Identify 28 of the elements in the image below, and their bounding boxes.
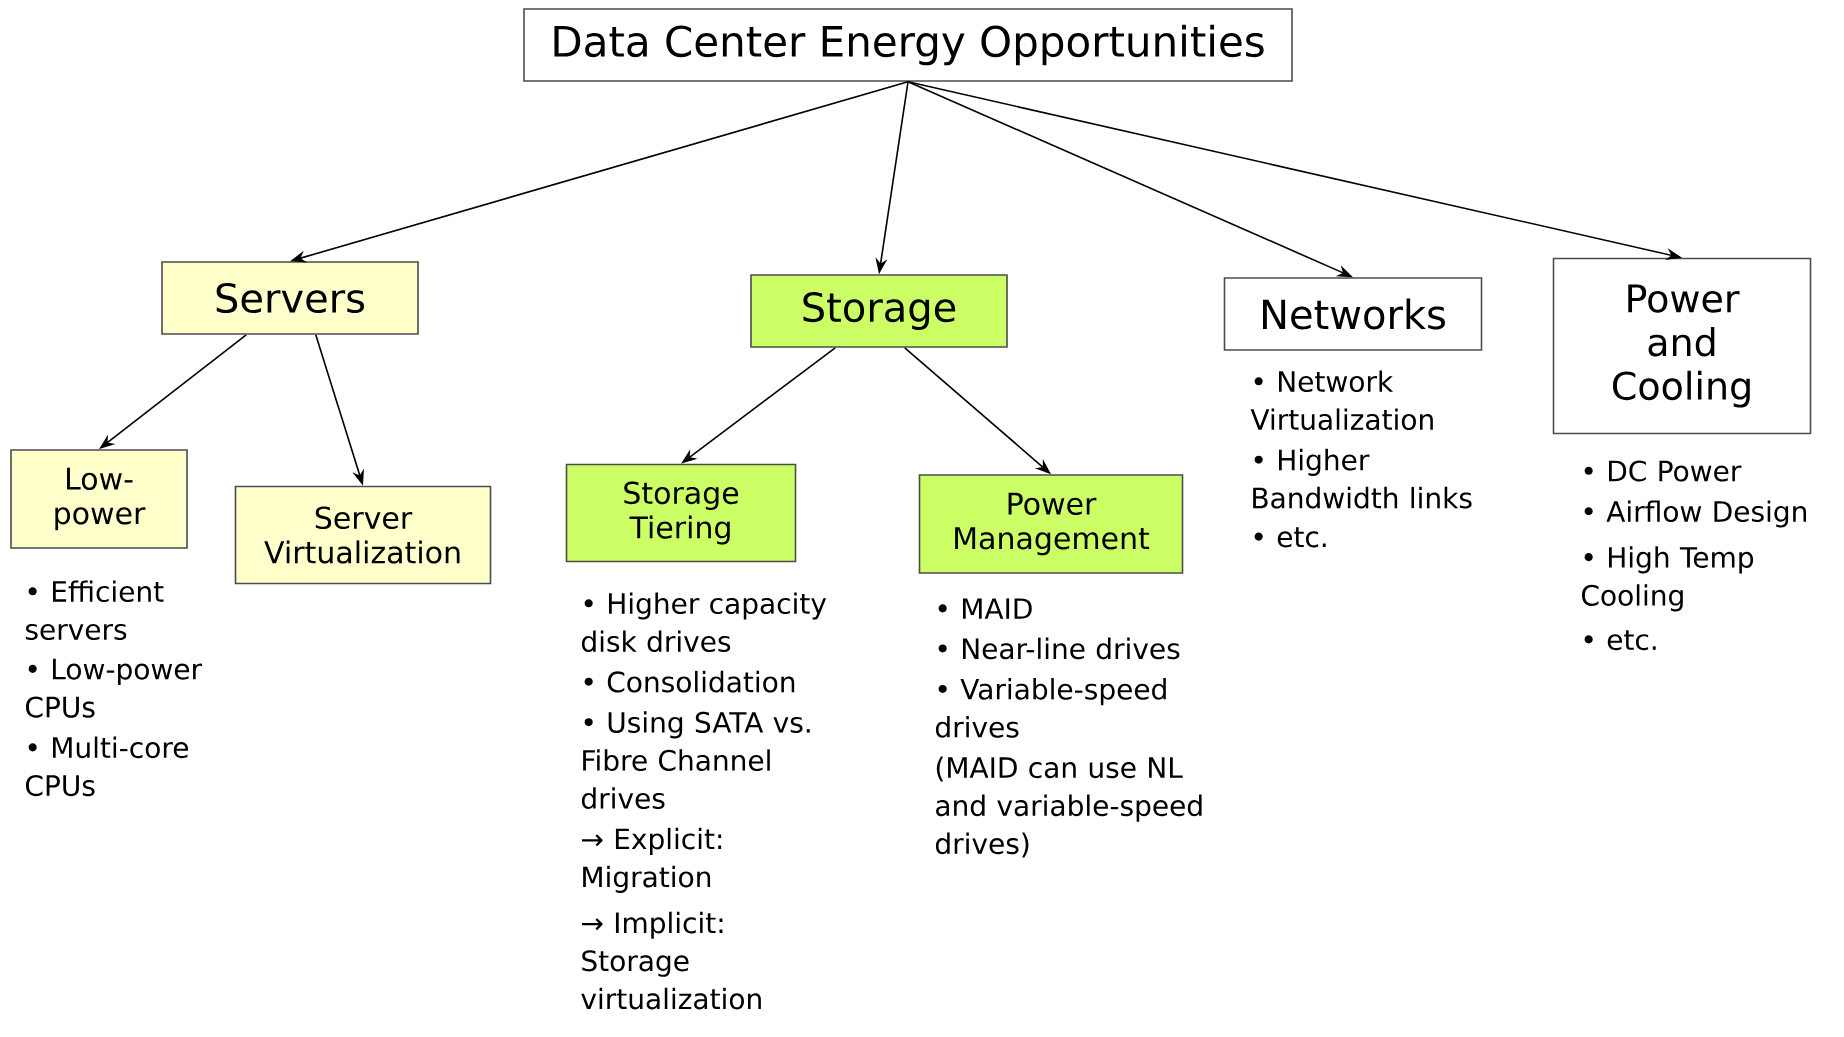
- bullet-text: • Consolidation: [584, 670, 795, 693]
- bullet-text: • Higher Bandwidth links: [1253, 448, 1472, 509]
- bullet-text: • Efficient servers: [25, 580, 164, 641]
- bullet-text: → Explicit: Migration: [582, 827, 722, 893]
- bullet-text: • Near-line drives: [938, 637, 1180, 660]
- title-box: Data Center Energy Opportunities: [523, 8, 1293, 82]
- bullet-text: • etc.: [1254, 527, 1326, 548]
- bullet-text: • etc.: [1584, 630, 1656, 651]
- bullet-text: • Airflow Design: [1584, 500, 1806, 528]
- bullet-text: • MAID: [938, 598, 1032, 619]
- bullet-text: • High Temp Cooling: [1582, 546, 1754, 612]
- subcategory-box: Power Management: [918, 474, 1184, 574]
- subcategory-box: Storage Tiering: [565, 463, 797, 563]
- bullet-text: • Variable-speed drives: [935, 678, 1166, 738]
- subcategory-box: Low-power: [10, 449, 188, 549]
- bullet-text: • Multi-core CPUs: [25, 736, 188, 797]
- category-box: Storage: [750, 274, 1008, 348]
- category-box: Servers: [161, 261, 419, 335]
- bullet-text: → Implicit: Storage virtualization: [581, 911, 761, 1010]
- bullet-text: • Network Virtualization: [1250, 370, 1433, 431]
- category-box: Networks: [1223, 277, 1483, 351]
- category-box: Power and Cooling: [1552, 257, 1812, 435]
- bullet-text: • Higher capacity disk drives: [581, 592, 827, 653]
- bullet-text: • Using SATA vs. Fibre Channel drives: [581, 711, 810, 809]
- bullet-text: • DC Power: [1584, 460, 1742, 482]
- bullet-text: • Low-power CPUs: [25, 658, 203, 718]
- subcategory-box: Server Virtualization: [234, 485, 492, 585]
- bullet-text: (MAID can use NL and variable-speed drives): [935, 756, 1202, 858]
